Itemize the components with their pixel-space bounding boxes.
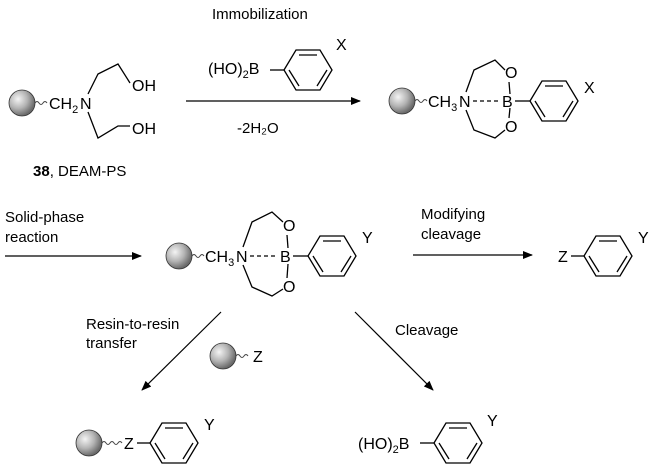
substituent-z: Z: [124, 436, 134, 453]
nitrogen-atom: N: [459, 94, 471, 111]
oxygen-upper: O: [283, 218, 295, 235]
resin-transfer-arrow: [141, 311, 222, 391]
boronic-acid-ho: (HO)2B: [208, 61, 259, 81]
oxygen-lower: O: [505, 119, 517, 136]
substituent-z: Z: [253, 349, 263, 366]
substituent-y: Y: [487, 413, 498, 430]
transferred-product: Z Y: [75, 417, 215, 464]
deam-ps-compound: CH2 N OH OH 38, DEAM-PS: [8, 63, 156, 180]
substituent-y: Y: [204, 417, 215, 434]
upper-arm-bonds: [87, 63, 131, 95]
resin-bead-icon: [388, 87, 416, 115]
resin-bead-icon: [165, 242, 193, 270]
substituent-y: Y: [638, 230, 649, 247]
modifying-cleavage-step: Modifying cleavage: [413, 206, 533, 259]
substituent-x: X: [336, 37, 347, 54]
nitrogen-atom: N: [80, 96, 92, 113]
nitrogen-atom: N: [236, 249, 248, 266]
water-loss-label: -2H₂O: [237, 120, 279, 137]
oxygen-lower: O: [283, 279, 295, 296]
released-boronic-acid: (HO)2B Y: [358, 413, 498, 464]
resin-transfer-label-2: transfer: [86, 335, 137, 352]
compound-38-label: 38, DEAM-PS: [33, 163, 126, 180]
resin-transfer-label-1: Resin-to-resin: [86, 316, 179, 333]
ch3-label: CH3: [205, 249, 234, 269]
cleavage-arrow: [354, 311, 434, 391]
modified-product: Z Y: [558, 230, 649, 277]
ch3-label: CH3: [428, 94, 457, 114]
benzene-ring-x: [283, 49, 333, 91]
substituent-y: Y: [362, 230, 373, 247]
solid-phase-label-2: reaction: [5, 229, 58, 246]
cleavage-step: Cleavage: [354, 311, 458, 391]
modifying-cleavage-label-1: Modifying: [421, 206, 485, 223]
wavy-linker: [34, 101, 48, 105]
modifying-cleavage-label-2: cleavage: [421, 226, 481, 243]
resin-bead-icon: [75, 429, 103, 457]
substituent-z: Z: [558, 249, 568, 266]
resin-transfer-step: Resin-to-resin transfer Z: [86, 311, 263, 391]
immobilized-boronate-top: CH3 N O O B X: [388, 59, 595, 139]
ch2-label: CH2: [49, 96, 78, 116]
immobilization-step: Immobilization (HO)2B X -2H₂O: [186, 6, 361, 137]
immobilized-boronate-middle: CH3 N O O B Y: [165, 211, 373, 297]
boron-atom: B: [502, 94, 513, 111]
immobilization-label: Immobilization: [212, 6, 308, 23]
solid-phase-label-1: Solid-phase: [5, 209, 84, 226]
hydroxyl-upper: OH: [132, 78, 156, 95]
resin-bead-icon: [209, 342, 237, 370]
oxygen-upper: O: [505, 65, 517, 82]
solid-phase-step: Solid-phase reaction: [5, 209, 142, 260]
substituent-x: X: [584, 80, 595, 97]
cleavage-label: Cleavage: [395, 322, 458, 339]
hydroxyl-lower: OH: [132, 121, 156, 138]
boronic-acid-ho: (HO)2B: [358, 436, 409, 456]
lower-arm-bonds: [87, 111, 130, 139]
boron-atom: B: [280, 249, 291, 266]
resin-bead-icon: [8, 89, 36, 117]
